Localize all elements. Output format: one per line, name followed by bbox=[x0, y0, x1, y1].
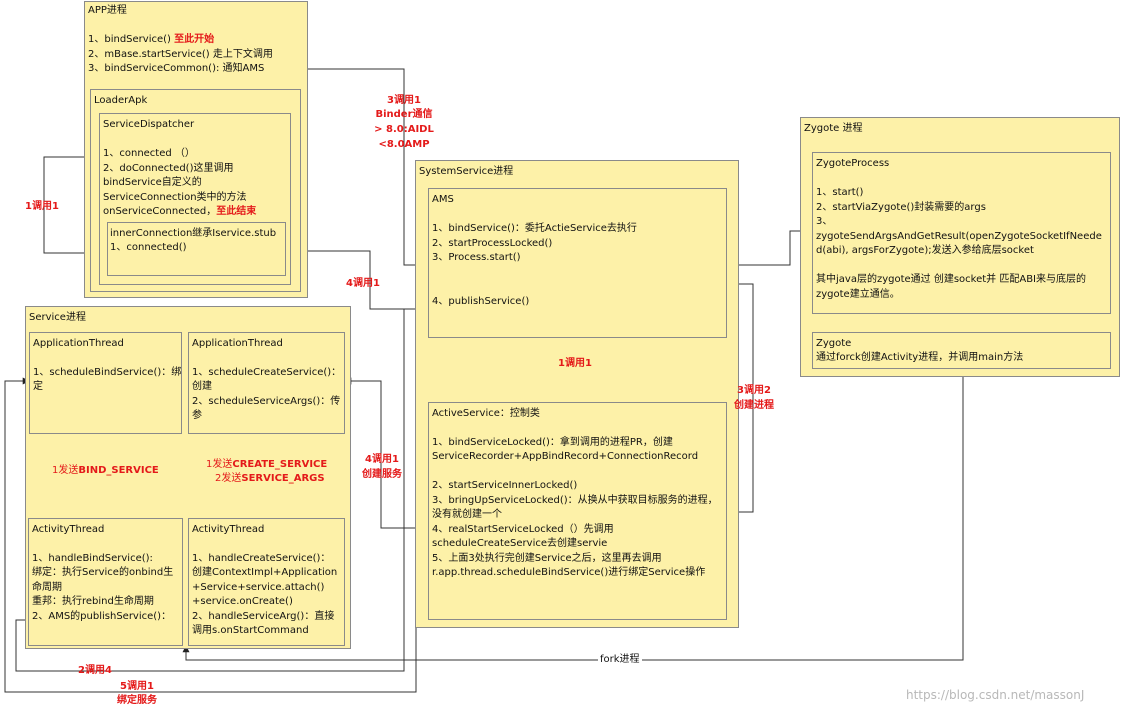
ams-line-3: 3、Process.start() bbox=[432, 252, 521, 263]
service-process-title: Service进程 bbox=[29, 312, 86, 323]
active-line-9: r.app.thread.scheduleBindService()进行绑定Se… bbox=[432, 567, 706, 578]
ams-title: AMS bbox=[432, 194, 454, 205]
loaderapk-title: LoaderApk bbox=[94, 95, 148, 106]
appthread2-line-4: 参 bbox=[192, 410, 202, 421]
ams-line-4: 4、publishService() bbox=[432, 296, 530, 307]
active-service-box bbox=[428, 402, 727, 620]
active-line-8: 5、上面3处执行完创建Service之后，这里再去调用 bbox=[432, 553, 662, 564]
zygoteprocess-line-7: zygote建立通信。 bbox=[816, 289, 900, 300]
appthread1-line-1: 1、scheduleBindService()：绑 bbox=[33, 367, 182, 378]
activitythread2-title: ActivityThread bbox=[192, 524, 265, 535]
zygote-box bbox=[812, 332, 1111, 369]
label-3-call-1-l4: <8.0AMP bbox=[378, 139, 430, 150]
zygoteprocess-line-6: 其中java层的zygote通过 创建socket并 匹配ABI来与底层的 bbox=[816, 274, 1086, 285]
activitythread1-box bbox=[28, 518, 183, 646]
app-process-title: APP进程 bbox=[88, 5, 127, 16]
appthread1-box bbox=[29, 332, 182, 434]
dispatcher-line-4: ServiceConnection类中的方法 bbox=[103, 192, 247, 203]
label-send-service-args: 2发送SERVICE_ARGS bbox=[215, 473, 325, 484]
activitythread2-box bbox=[188, 518, 345, 646]
zygoteprocess-line-1: 1、start() bbox=[816, 187, 864, 198]
active-service-title: ActiveService：控制类 bbox=[432, 408, 540, 419]
label-1-call-1-mid: 1调用1 bbox=[558, 358, 592, 369]
inner-connection-box bbox=[107, 222, 286, 276]
active-line-6: 4、realStartServiceLocked（）先调用 bbox=[432, 524, 614, 535]
app-line-2: 2、mBase.startService() 走上下文调用 bbox=[88, 49, 273, 60]
label-3-call-1-l2: Binder通信 bbox=[375, 109, 433, 120]
active-line-7: scheduleCreateService去创建servie bbox=[432, 538, 608, 549]
dispatcher-line-2: 2、doConnected()这里调用 bbox=[103, 163, 234, 174]
ams-line-1: 1、bindService()：委托ActieService去执行 bbox=[432, 223, 637, 234]
zygoteprocess-line-4: zygoteSendArgsAndGetResult(openZygoteSoc… bbox=[816, 231, 1102, 242]
label-4-call-1-top: 4调用1 bbox=[346, 278, 380, 289]
appthread1-title: ApplicationThread bbox=[33, 338, 124, 349]
activitythread2-line-5: 2、handleServiceArg()：直接 bbox=[192, 611, 335, 622]
activitythread2-line-6: 调用s.onStartCommand bbox=[192, 625, 309, 636]
dispatcher-line-5: onServiceConnected，至此结束 bbox=[103, 206, 257, 217]
dispatcher-line-1: 1、connected （） bbox=[103, 148, 195, 159]
arrow-activeservice-to-ams bbox=[727, 280, 754, 513]
dispatcher-line-3: bindService自定义的 bbox=[103, 177, 202, 188]
zygote-line-1: 通过forck创建Activity进程，并调用main方法 bbox=[816, 352, 1024, 363]
active-line-4: 3、bringUpServiceLocked()：从换从中获取目标服务的进程， bbox=[432, 495, 718, 506]
watermark: https://blog.csdn.net/massonJ bbox=[906, 688, 1085, 702]
arrow-inner-to-dispatcher bbox=[43, 153, 107, 254]
label-5-call-1-l1: 5调用1 bbox=[120, 681, 154, 692]
zygoteprocess-box bbox=[812, 152, 1111, 314]
active-line-5: 没有就创建一个 bbox=[432, 509, 502, 520]
appthread2-box bbox=[188, 332, 345, 434]
label-3-call-1-l3: > 8.0:AIDL bbox=[374, 124, 434, 135]
activitythread1-line-5: 2、AMS的publishService()： bbox=[32, 611, 172, 622]
label-2-call-4: 2调用4 bbox=[78, 665, 112, 676]
inner-line-1: innerConnection继承Iservice.stub bbox=[110, 228, 277, 239]
appthread2-line-3: 2、scheduleServiceArgs()：传 bbox=[192, 396, 341, 407]
label-3-call-1-l1: 3调用1 bbox=[387, 95, 421, 106]
label-1-call-1-left: 1调用1 bbox=[25, 201, 59, 212]
arrow-zygote-fork-to-activitythread2 bbox=[182, 369, 964, 661]
activitythread1-line-3: 命周期 bbox=[32, 582, 62, 593]
activitythread2-line-3: +Service+service.attach() bbox=[192, 582, 325, 593]
system-service-title: SystemService进程 bbox=[419, 166, 514, 177]
ams-box bbox=[428, 188, 727, 338]
activitythread2-line-2: 创建ContextImpl+Application bbox=[192, 567, 338, 578]
zygoteprocess-title: ZygoteProcess bbox=[816, 158, 890, 169]
app-line-3: 3、bindServiceCommon(): 通知AMS bbox=[88, 63, 265, 74]
zygoteprocess-line-3: 3、 bbox=[816, 216, 833, 227]
zygote-title: Zygote bbox=[816, 338, 852, 349]
active-line-1: 1、bindServiceLocked()：拿到调用的进程PR，创建 bbox=[432, 437, 673, 448]
arrow-activitythread1-to-ams bbox=[15, 305, 429, 672]
arrow-ams-to-inner bbox=[286, 247, 428, 310]
label-fork-process: fork进程 bbox=[598, 653, 642, 667]
label-3-call-2-l1: 3调用2 bbox=[737, 385, 771, 396]
appthread2-line-2: 创建 bbox=[192, 381, 212, 392]
zygoteprocess-line-5: d(abi), argsForZygote);发送入参给底层socket bbox=[816, 245, 1034, 256]
appthread2-line-1: 1、scheduleCreateService()： bbox=[192, 367, 342, 378]
activitythread1-line-1: 1、handleBindService(): bbox=[32, 553, 153, 564]
label-send-create-service: 1发送CREATE_SERVICE bbox=[206, 459, 328, 470]
activitythread1-line-2: 绑定：执行Service的onbind生 bbox=[32, 567, 174, 578]
label-send-bind-service: 1发送BIND_SERVICE bbox=[52, 465, 159, 476]
appthread2-title: ApplicationThread bbox=[192, 338, 283, 349]
inner-line-2: 1、connected() bbox=[110, 242, 187, 253]
app-line-1: 1、bindService() 至此开始 bbox=[88, 34, 215, 45]
appthread1-line-2: 定 bbox=[33, 381, 43, 392]
label-4-call-1-create-l2: 创建服务 bbox=[362, 469, 402, 480]
zygoteprocess-line-2: 2、startViaZygote()封装需要的args bbox=[816, 202, 986, 213]
label-5-call-1-l2: 绑定服务 bbox=[117, 695, 157, 706]
activitythread1-title: ActivityThread bbox=[32, 524, 105, 535]
activitythread2-line-1: 1、handleCreateService()： bbox=[192, 553, 331, 564]
activitythread1-line-4: 重邦：执行rebind生命周期 bbox=[32, 596, 154, 607]
app-line-1-red: 至此开始 bbox=[174, 34, 215, 45]
label-3-call-2-l2: 创建进程 bbox=[734, 400, 774, 411]
ams-line-2: 2、startProcessLocked() bbox=[432, 238, 553, 249]
active-line-2: ServiceRecorder+AppBindRecord+Connection… bbox=[432, 451, 699, 462]
label-4-call-1-create-l1: 4调用1 bbox=[365, 454, 399, 465]
active-line-3: 2、startServiceInnerLocked() bbox=[432, 480, 578, 491]
service-dispatcher-title: ServiceDispatcher bbox=[103, 119, 195, 130]
zygote-process-title: Zygote 进程 bbox=[804, 123, 863, 134]
activitythread2-line-4: +service.onCreate() bbox=[192, 596, 293, 607]
dispatcher-line-5-red: 至此结束 bbox=[216, 206, 257, 217]
